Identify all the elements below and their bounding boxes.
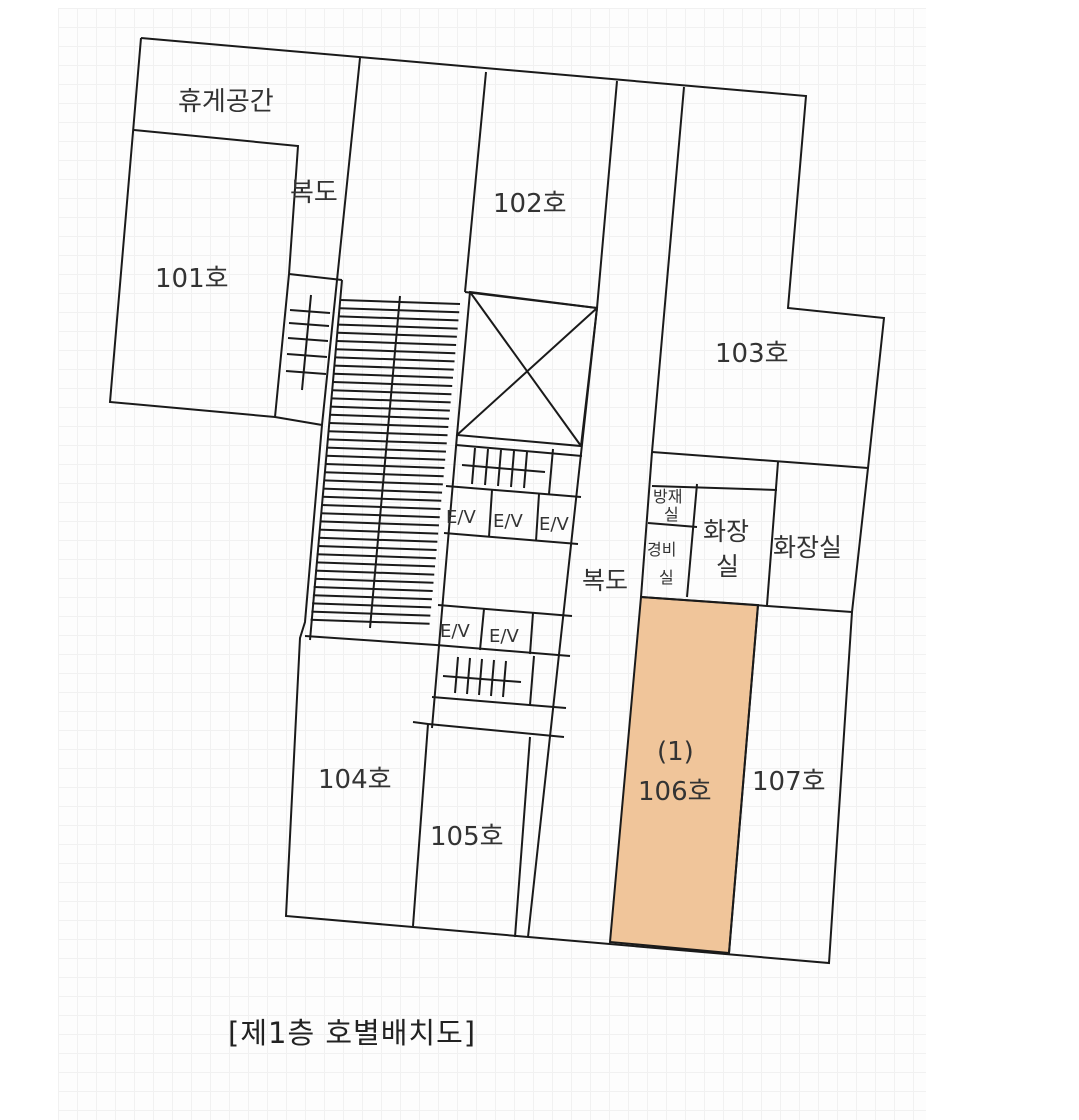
wall-lounge-101	[133, 129, 300, 418]
stair-south-wall	[304, 635, 437, 646]
wall-104-105-join	[412, 721, 429, 725]
wall-corridor-east	[321, 57, 361, 426]
label-restroom-large: 화장실	[773, 533, 842, 562]
label-disaster-room-2: 실	[664, 505, 679, 524]
core-west-wall	[431, 434, 458, 729]
wall-guard-east	[686, 483, 698, 598]
wall-103-west	[651, 86, 685, 453]
label-lounge: 휴게공간	[178, 87, 274, 117]
stair-west-wall	[309, 279, 343, 641]
wall-disaster-guard	[647, 522, 698, 528]
core-div-6	[431, 696, 567, 709]
label-corridor-center: 복도	[582, 566, 628, 595]
shaft-cross-1	[469, 291, 582, 447]
core-div-5	[435, 644, 571, 657]
core-div-5b	[529, 655, 535, 706]
wall-105-east	[514, 736, 531, 938]
core-stair-lower-icon	[442, 656, 522, 698]
label-102: 102호	[493, 189, 567, 219]
label-restroom-small-1: 화장	[703, 517, 749, 546]
label-ev-4: E/V	[440, 621, 470, 642]
label-106-marker: (1)	[657, 737, 694, 767]
wall-106-107	[728, 604, 759, 954]
shaft-cross-2	[456, 307, 598, 436]
wall-service-top	[651, 485, 778, 491]
core-stair-upper-icon	[461, 447, 546, 489]
ev-div-4	[529, 612, 534, 655]
core-div-1b	[548, 448, 554, 495]
label-ev-5: E/V	[489, 626, 519, 647]
wall-102-east	[596, 80, 618, 309]
label-105: 105호	[430, 822, 504, 852]
label-disaster-room-1: 방재	[653, 487, 682, 506]
label-guard-room-2: 실	[659, 568, 674, 587]
core-div-3	[443, 532, 579, 545]
wall-106-north	[640, 596, 853, 613]
wall-restroom-large-west	[766, 461, 779, 606]
label-ev-3: E/V	[539, 514, 569, 535]
label-106: 106호	[638, 777, 712, 807]
core-div-2	[445, 485, 582, 498]
wall-104-105	[412, 723, 429, 927]
wall-103-south	[651, 451, 869, 469]
label-restroom-small-2: 실	[716, 552, 739, 581]
label-corridor-top: 복도	[290, 178, 338, 208]
core-div-1	[455, 444, 583, 457]
wall-guard-west	[640, 451, 653, 598]
label-101: 101호	[155, 264, 229, 294]
small-stair-icon	[285, 294, 331, 391]
diagram-title: [제1층 호별배치도]	[228, 1016, 477, 1050]
wall-102-west	[464, 71, 487, 293]
label-104: 104호	[318, 765, 392, 795]
core-div-7	[427, 723, 565, 738]
label-103: 103호	[715, 339, 789, 369]
ev-div-3	[479, 608, 485, 651]
core-east-wall	[527, 307, 598, 938]
main-stair-icon	[310, 295, 461, 629]
unit-106-highlight[interactable]	[608, 595, 760, 955]
core-div-4	[437, 604, 573, 617]
label-guard-room-1: 경비	[647, 540, 676, 559]
ev-div-2	[535, 493, 540, 542]
label-ev-2: E/V	[493, 511, 523, 532]
wall-small-stair-top	[288, 273, 343, 281]
outer-wall	[108, 37, 886, 965]
label-ev-1: E/V	[446, 507, 476, 528]
label-107: 107호	[752, 767, 826, 797]
shaft-void	[455, 290, 599, 448]
floor-plan-sheet	[58, 8, 926, 1120]
ev-div-1	[488, 489, 493, 538]
